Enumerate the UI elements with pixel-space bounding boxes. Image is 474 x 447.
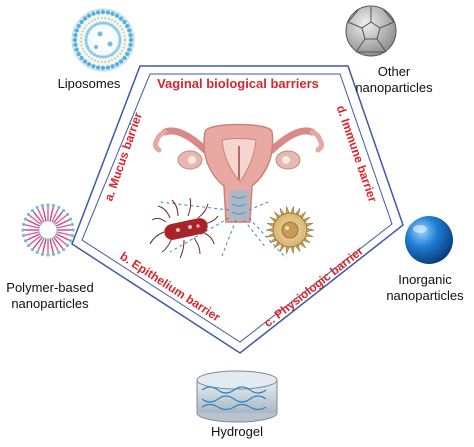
label-physiologic-barrier: c. Physiologic barrier bbox=[261, 244, 366, 330]
other-nanoparticle-illustration bbox=[345, 5, 397, 57]
label-other-nanoparticles: Other nanoparticles bbox=[339, 64, 449, 96]
label-immune-barrier: d. Immune barrier bbox=[334, 103, 380, 204]
bacterium-illustration bbox=[149, 197, 219, 259]
immune-cell-illustration bbox=[265, 206, 315, 254]
label-other-line2: nanoparticles bbox=[355, 80, 433, 95]
pentagon-frame bbox=[71, 65, 404, 354]
label-polymer-line1: Polymer-based bbox=[6, 280, 94, 295]
label-mucus-barrier: a. Mucus barrier bbox=[102, 110, 146, 203]
uterus-illustration bbox=[152, 123, 325, 223]
label-liposomes: Liposomes bbox=[57, 76, 121, 91]
label-inorganic-nanoparticles: Inorganic nanoparticles bbox=[376, 272, 474, 304]
label-epithelium-barrier: b. Epithelium barrier bbox=[117, 249, 223, 324]
label-polymer-line2: nanoparticles bbox=[11, 296, 89, 311]
label-hydrogel: Hydrogel bbox=[210, 424, 264, 439]
zoom-connector-lines bbox=[159, 201, 287, 259]
inorganic-nanoparticle-illustration bbox=[405, 216, 453, 264]
polymer-nanoparticle-illustration bbox=[21, 203, 75, 257]
label-polymer-nanoparticles: Polymer-based nanoparticles bbox=[0, 280, 100, 312]
label-inorganic-line1: Inorganic bbox=[398, 272, 452, 287]
label-other-line1: Other bbox=[377, 64, 411, 79]
hydrogel-illustration bbox=[196, 370, 278, 423]
liposome-illustration bbox=[71, 8, 135, 72]
label-inorganic-line2: nanoparticles bbox=[386, 288, 464, 303]
title-vaginal-barriers: Vaginal biological barriers bbox=[157, 76, 319, 91]
